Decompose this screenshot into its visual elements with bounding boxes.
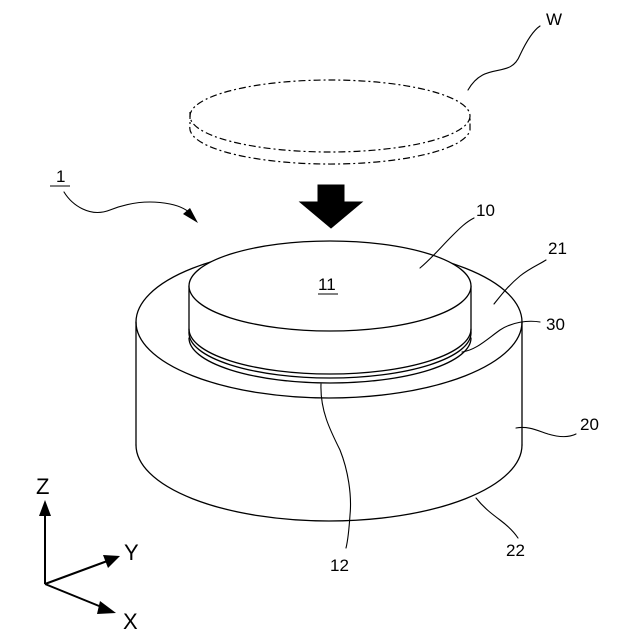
placement-arrow-icon (300, 185, 362, 228)
label-12: 12 (330, 556, 349, 575)
label-1: 1 (56, 167, 65, 186)
label-21: 21 (548, 239, 567, 258)
chuck-plate-10 (189, 241, 471, 383)
coordinate-axes (39, 500, 120, 614)
leader-20 (516, 427, 576, 436)
wafer-w (190, 80, 470, 164)
z-axis-arrow-icon (39, 500, 51, 516)
y-axis-arrow-icon (103, 555, 120, 568)
label-w: W (546, 10, 562, 29)
label-10: 10 (476, 201, 495, 220)
label-11: 11 (318, 275, 336, 294)
label-30: 30 (546, 315, 565, 334)
leader-22 (476, 498, 518, 538)
label-20: 20 (580, 415, 599, 434)
label-22: 22 (506, 541, 525, 560)
axis-label-x: X (123, 609, 138, 634)
leader-1 (64, 192, 198, 223)
leader-w (468, 26, 540, 90)
axis-label-z: Z (36, 474, 49, 499)
x-axis-arrow-icon (97, 601, 116, 614)
axis-label-y: Y (124, 540, 139, 565)
